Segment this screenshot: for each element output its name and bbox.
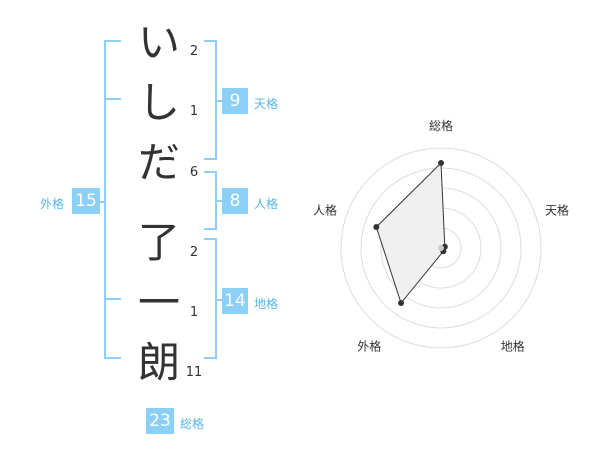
stroke-count-3: 6 (189, 165, 199, 180)
chikaku-bracket (204, 238, 217, 359)
name-char-1: い (137, 18, 180, 67)
stroke-count-5: 1 (189, 305, 199, 320)
tenkaku-bracket (204, 40, 217, 160)
radar-point-1 (438, 160, 444, 166)
gaikaku-value: 15 (72, 188, 100, 214)
radar-point-5 (373, 223, 380, 230)
name-char-4: 了 (137, 218, 180, 267)
gaikaku-bracket (104, 40, 121, 359)
tenkaku-value: 9 (222, 88, 248, 114)
stroke-count-1: 2 (189, 44, 199, 59)
radar-polygon (375, 161, 446, 305)
name-char-6: 朗 (137, 338, 180, 387)
chikaku-value: 14 (222, 288, 248, 314)
tenkaku-label: 天格 (254, 97, 279, 111)
name-char-3: だ (137, 138, 180, 187)
radar-axis-label-1: 総格 (429, 118, 453, 133)
gaikaku-label: 外格 (40, 197, 65, 211)
chikaku-label: 地格 (254, 297, 279, 311)
name-char-2: し (137, 78, 180, 127)
jinkaku-value: 8 (222, 188, 248, 214)
stroke-count-6: 11 (185, 365, 203, 380)
radar-ring-5 (340, 147, 542, 349)
jinkaku-bracket (204, 171, 217, 230)
radar-axis-label-5: 人格 (313, 202, 337, 217)
stroke-count-4: 2 (189, 245, 199, 260)
jinkaku-label: 人格 (254, 197, 279, 211)
radar-center-dot (438, 245, 444, 251)
radar-axis-label-2: 天格 (545, 202, 569, 217)
radar-point-4 (398, 300, 405, 307)
radar-axis-label-4: 外格 (357, 339, 381, 354)
soukaku-label: 総格 (180, 417, 205, 431)
stroke-count-2: 1 (189, 104, 199, 119)
soukaku-value: 23 (146, 408, 174, 434)
radar-axis-label-3: 地格 (501, 339, 525, 354)
name-char-5: 一 (137, 278, 180, 327)
